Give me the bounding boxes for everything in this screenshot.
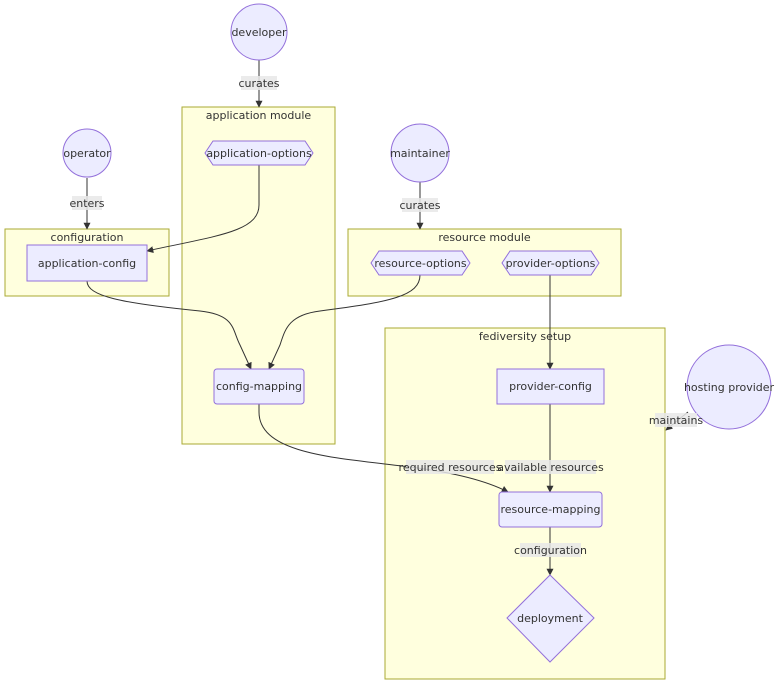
node-application-config-label: application-config [38,257,136,270]
svg-text:curates: curates [238,77,279,90]
node-provider-options-label: provider-options [506,257,596,270]
cluster-configuration-title: configuration [51,231,124,244]
actor-maintainer[interactable]: maintainer [390,123,450,183]
node-deployment[interactable]: deployment [506,574,595,663]
node-config-mapping-label: config-mapping [216,380,302,393]
edge-config-mapping-resource-mapping [258,404,509,493]
actor-operator-label: operator [63,147,111,160]
node-resource-mapping-label: resource-mapping [501,503,601,516]
node-provider-config[interactable]: provider-config [496,368,605,405]
edge-label-curates-developer: curates [238,76,280,90]
edge-application-options-config [146,165,260,254]
actor-developer-label: developer [231,26,287,39]
cluster-resource-module-title: resource module [438,231,531,244]
svg-text:curates: curates [399,199,440,212]
cluster-fediversity-setup-title: fediversity setup [479,330,571,343]
node-application-config[interactable]: application-config [26,244,148,282]
node-provider-config-label: provider-config [509,380,592,393]
edge-resource-options-mapping [268,274,421,370]
svg-text:configuration: configuration [514,544,587,557]
actor-operator[interactable]: operator [62,128,112,178]
actor-hosting-provider[interactable]: hosting provider [684,344,775,430]
cluster-application-module-title: application module [206,109,312,122]
edge-label-maintains: maintains [649,413,704,427]
svg-text:enters: enters [69,197,104,210]
svg-text:required resources: required resources [399,461,502,474]
node-config-mapping[interactable]: config-mapping [213,368,305,405]
svg-text:available resources: available resources [497,461,604,474]
edge-label-available-resources: available resources [497,460,604,474]
svg-text:maintains: maintains [649,414,704,427]
edge-label-required-resources: required resources [399,460,502,474]
node-resource-options[interactable]: resource-options [370,250,471,276]
actor-maintainer-label: maintainer [390,147,450,160]
node-deployment-label: deployment [517,612,583,625]
node-resource-mapping[interactable]: resource-mapping [498,491,603,528]
edge-application-config-mapping [86,280,252,370]
node-application-options[interactable]: application-options [204,140,314,166]
node-provider-options[interactable]: provider-options [501,250,600,276]
actor-hosting-provider-label: hosting provider [684,381,775,394]
node-application-options-label: application-options [206,147,312,160]
actor-developer[interactable]: developer [230,3,288,61]
node-resource-options-label: resource-options [374,257,467,270]
edge-label-curates-maintainer: curates [399,198,441,212]
edge-label-configuration: configuration [514,543,587,557]
edge-label-enters: enters [69,196,105,210]
